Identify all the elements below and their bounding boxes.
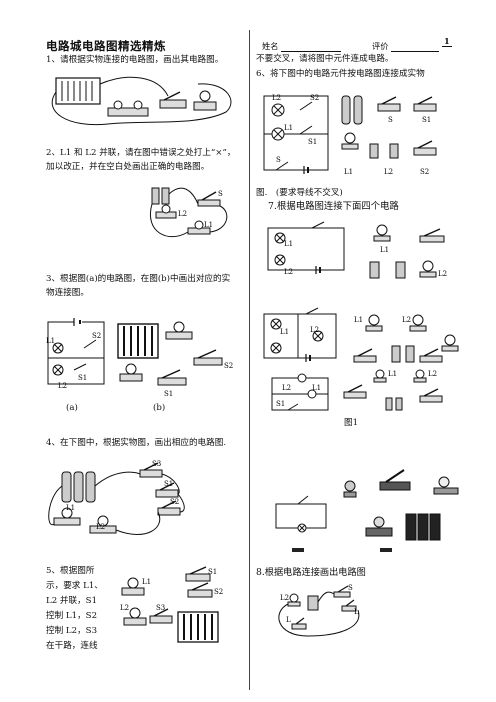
q6-label-l2: L2: [272, 94, 281, 102]
name-label: 姓名: [262, 41, 279, 51]
q7a-c-label-l1: L1: [380, 246, 389, 254]
q4-label-s2: S2: [170, 498, 179, 506]
question-5-line-6: 在干路，连线: [46, 641, 98, 651]
q7a-c-label-l2: L2: [438, 270, 447, 278]
q7-circuit-1-schematic: L1 L2: [267, 221, 345, 276]
q1-physical-circuit: [51, 76, 232, 126]
name-blank[interactable]: [281, 42, 341, 52]
q6c-label-l2: L2: [384, 168, 393, 176]
question-6-tail: 图. (要求导线不交叉): [256, 188, 343, 198]
q2-parallel-circuit: L2 S L1: [149, 187, 228, 238]
q3b-label-s2: S2: [224, 362, 233, 370]
question-2-line-2: 加以改正，并在空白处画出正确的电路图。: [46, 162, 210, 172]
q5-components: S1 L1 S2 L2 S3: [120, 566, 223, 643]
q7a-label-l2: L2: [284, 268, 293, 276]
q3a-label-l2: L2: [58, 382, 67, 390]
q7b-label-l2: L2: [310, 326, 319, 334]
q7-circuit-1-components: L1 L2: [369, 224, 447, 279]
column-divider: [249, 30, 250, 690]
q3a-label-l1: L1: [46, 337, 55, 345]
q3b-label-s1: S1: [164, 390, 173, 398]
question-5-line-3: L2 并联，S1: [46, 596, 98, 606]
figure-a-caption: (a): [66, 403, 78, 413]
score-label: 评价: [372, 41, 389, 51]
figure-b-caption: (b): [153, 403, 166, 413]
q6-label-s: S: [276, 156, 281, 164]
question-5-line-4: 控制 L1，S2: [46, 611, 98, 621]
q4-label-s3: S3: [152, 460, 161, 468]
q6-label-l1: L1: [284, 124, 293, 132]
question-3-line-1: 3、根据图(a)的电路图，在图(b)中画出对应的实: [46, 274, 231, 284]
q5-label-l1: L1: [142, 578, 151, 586]
question-2-line-1: 2、L1 和 L2 并联，请在图中错误之处打上“×”，: [46, 148, 236, 158]
q6-schematic: L2 S2 L1 S1 S: [263, 94, 329, 174]
q2-label-s: S: [218, 190, 223, 198]
q7c-label-l2: L2: [282, 384, 291, 392]
q7c-label-s1: S1: [276, 400, 285, 408]
question-1: 1、请根据实物连接的电路图，画出其电路图。: [46, 55, 224, 65]
q7-circuit-2-schematic: L1 L2: [263, 307, 337, 362]
q7c-c-label-l2: L2: [428, 370, 437, 378]
q3a-label-s1: S1: [78, 374, 87, 382]
q6c-label-s: S: [388, 116, 393, 124]
q8-label-l: L: [286, 616, 291, 624]
q7a-label-l1: L1: [284, 240, 293, 248]
q6-components: S S1 L1 L2 S2: [341, 95, 437, 176]
q6-label-s2: S2: [310, 94, 319, 102]
q8-label-l1: L: [354, 608, 359, 616]
q5-label-s1: S1: [208, 568, 217, 576]
question-3-line-2: 物连接图。: [46, 288, 89, 298]
q7c-c-label-l1: L1: [388, 370, 397, 378]
q6c-label-l1: L1: [344, 168, 353, 176]
question-4: 4、在下图中，根据实物图，画出相应的电路图.: [46, 438, 227, 448]
q8-label-s: S: [348, 584, 353, 592]
q7-circuit-2-components: L1 L2: [353, 314, 459, 363]
q7c-label-l1: L1: [312, 384, 321, 392]
q6c-label-s1: S1: [422, 116, 431, 124]
q3a-label-s2: S2: [92, 332, 101, 340]
q5-label-s3: S3: [156, 604, 165, 612]
q5-label-l2: L2: [120, 604, 129, 612]
question-5-line-5: 控制 L2，S3: [46, 626, 98, 636]
figure-1-caption: 图1: [344, 418, 359, 428]
question-7: 7.根据电路图连接下面四个电路: [268, 201, 399, 212]
q7-caption-mark-left: [292, 548, 304, 552]
q7b-label-l1: L1: [280, 328, 289, 336]
page-title: 电路城电路图精选精炼: [46, 39, 166, 53]
q4-label-s1: S1: [164, 480, 173, 488]
q8-physical-circuit: L2 S L L: [278, 584, 360, 637]
right-top-line: 不要交叉，请将图中元件连成电路。: [256, 54, 394, 64]
q6-label-s1: S1: [308, 138, 317, 146]
question-5-line-2: 示，要求 L1、: [46, 581, 103, 591]
question-6: 6、将下图中的电路元件按电路图连接成实物: [256, 69, 425, 79]
score-field[interactable]: 评价: [372, 40, 439, 52]
q3-figure-a-schematic: L1 S2 L2 S1: [46, 318, 105, 390]
q7-caption-mark-right: [380, 548, 392, 552]
q4-physical-circuit: S3 S1 S2 L1 L2: [48, 460, 185, 535]
q4-label-l1: L1: [66, 504, 75, 512]
page-number: 1: [444, 36, 450, 46]
q7-circuit-4-schematic: [275, 495, 327, 533]
q7-circuit-3-schematic: L2 L1 S1: [271, 373, 329, 411]
q5-label-s2: S2: [214, 588, 223, 596]
q3-figure-b-components: S2 S1: [117, 321, 233, 398]
q7-circuit-3-components: L1 L2: [343, 369, 443, 411]
q7-circuit-4-components-top: [343, 469, 459, 498]
q2-label-l1: L1: [204, 221, 213, 229]
q8-label-l2: L2: [280, 594, 289, 602]
name-field[interactable]: 姓名: [262, 40, 341, 52]
question-8: 8.根据电路连接画出电路图: [256, 567, 366, 578]
q7b-c-label-l2: L2: [402, 316, 411, 324]
question-5-line-1: 5、根据图所: [46, 566, 95, 576]
q2-label-l2: L2: [178, 210, 187, 218]
score-blank[interactable]: [391, 42, 439, 52]
q7b-c-label-l1: L1: [354, 316, 363, 324]
q6c-label-s2: S2: [420, 168, 429, 176]
q7-circuit-4-components-bottom: [365, 513, 441, 541]
q4-label-l2: L2: [96, 523, 105, 531]
page-number-underline: [442, 46, 452, 47]
